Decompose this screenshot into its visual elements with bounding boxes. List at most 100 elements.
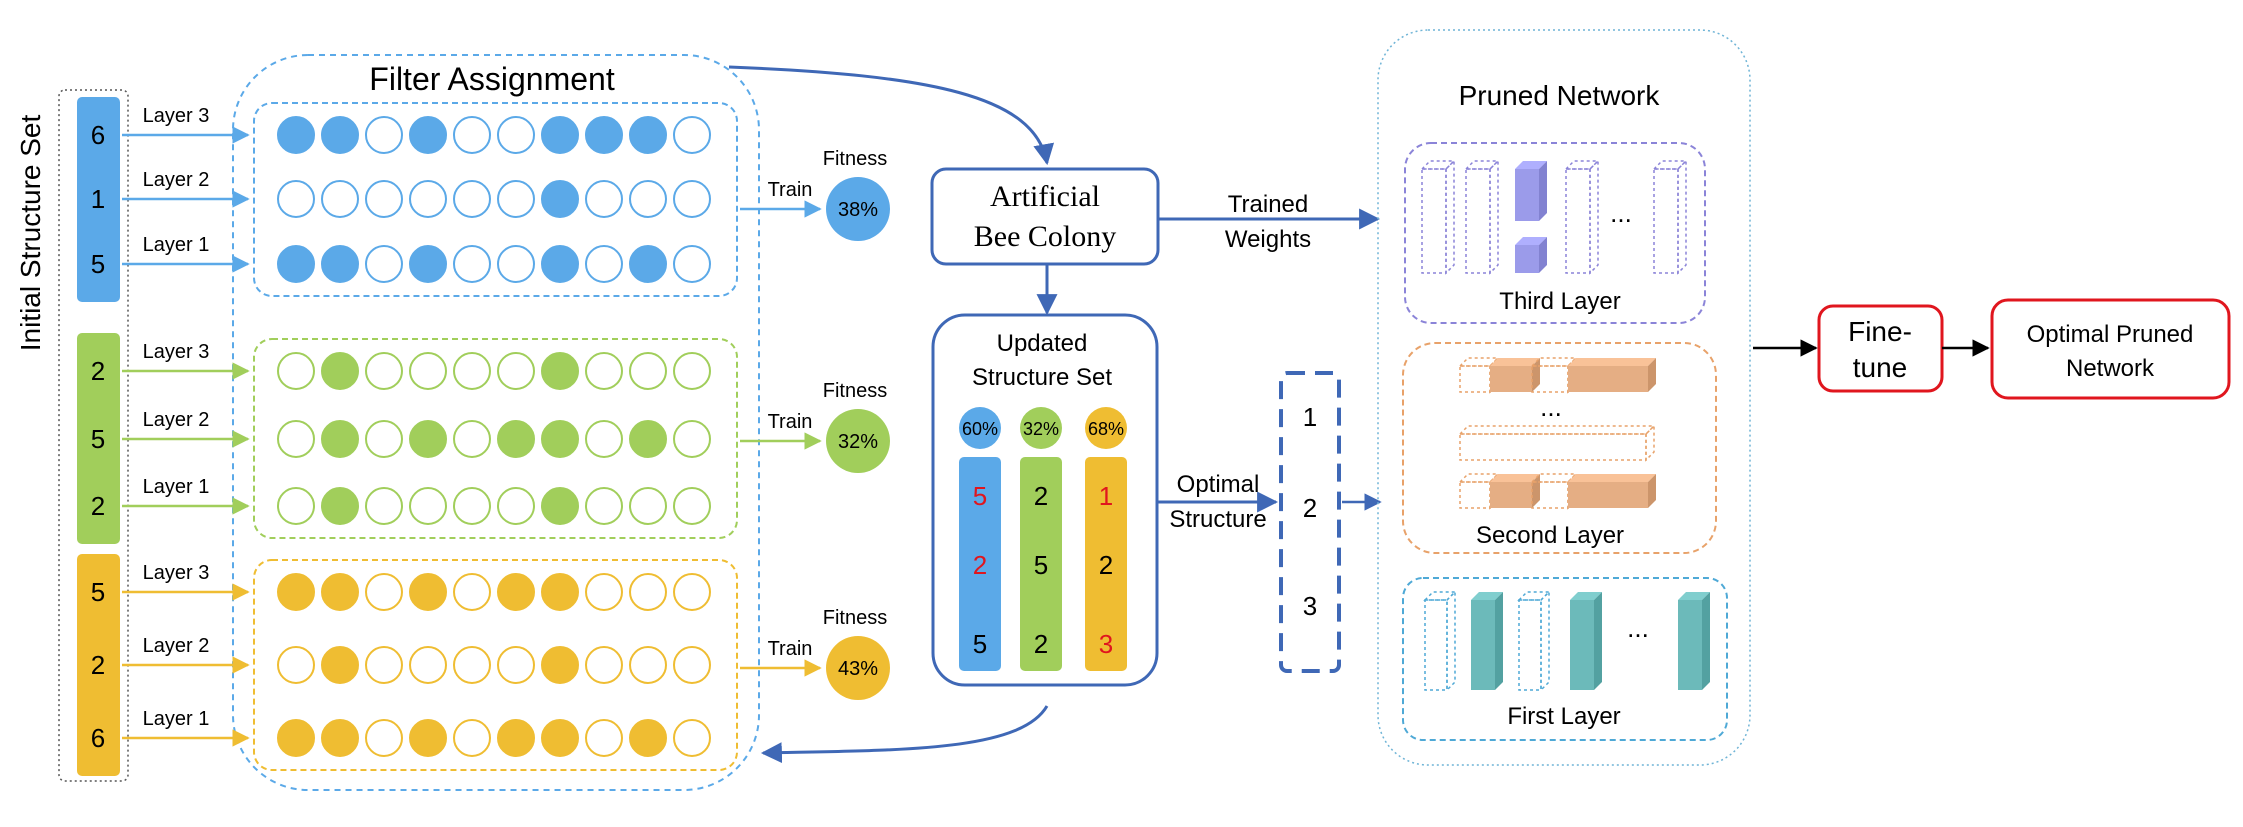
pruned-filter-circle <box>673 352 711 390</box>
initial-set-frame <box>58 89 129 782</box>
pruned-filter-circle <box>277 352 315 390</box>
active-filter-circle <box>497 719 535 757</box>
finetune-line1: Fine- <box>1848 316 1912 347</box>
kept-filter-block <box>1515 237 1547 273</box>
pruned-filter-circle <box>365 487 403 525</box>
pruned-filter-circle <box>629 646 667 684</box>
active-filter-circle <box>497 573 535 611</box>
layer-label: Layer 2 <box>143 635 210 657</box>
filter-assignment-frame <box>232 54 760 791</box>
active-filter-circle <box>321 573 359 611</box>
abc-box <box>930 167 1160 266</box>
fitness-label: Fitness <box>823 607 887 629</box>
active-filter-circle <box>541 352 579 390</box>
pruned-filter-block <box>1517 590 1551 692</box>
active-filter-circle <box>277 573 315 611</box>
abc-label-line1: Artificial <box>990 180 1100 213</box>
pruned-filter-circle <box>365 180 403 218</box>
active-filter-circle <box>321 719 359 757</box>
optimal-pruned-network-box <box>1990 298 2231 400</box>
first-layer-label: First Layer <box>1507 703 1620 730</box>
pruned-filter-circle <box>453 245 491 283</box>
pruned-filter-circle <box>277 420 315 458</box>
updated-value-changed: 3 <box>1099 629 1113 659</box>
abc-label-line2: Bee Colony <box>974 220 1117 253</box>
updated-to-filter-arrow <box>760 705 1049 764</box>
pruned-network-frame <box>1377 29 1751 766</box>
pruned-filter-block <box>1464 159 1500 275</box>
fitness-value: 43% <box>838 658 878 680</box>
fitness-label: Fitness <box>823 148 887 170</box>
initial-value: 5 <box>91 249 105 279</box>
pruned-filter-circle <box>629 487 667 525</box>
pruned-filter-block <box>1564 159 1600 275</box>
train-label: Train <box>768 179 813 201</box>
kept-filter-block <box>1570 592 1602 690</box>
pruned-filter-circle <box>629 352 667 390</box>
optimal-structure-value: 1 <box>1303 402 1317 432</box>
pruned-filter-circle <box>497 245 535 283</box>
pruned-filter-circle <box>585 180 623 218</box>
layer-label: Layer 2 <box>143 409 210 431</box>
pruned-filter-circle <box>453 420 491 458</box>
pruned-filter-circle <box>453 180 491 218</box>
initial-value: 2 <box>91 491 105 521</box>
pruned-filter-block <box>1652 159 1688 275</box>
first-layer-filters: ... <box>1423 590 1710 692</box>
optimal-structure-box <box>1279 371 1341 673</box>
kept-filter-block <box>1568 358 1656 392</box>
pruned-network-title: Pruned Network <box>1459 80 1661 111</box>
optimal-pruned-line2: Network <box>2066 355 2155 382</box>
third-layer-label: Third Layer <box>1499 288 1620 315</box>
layer-label: Layer 3 <box>143 341 210 363</box>
pruned-filter-circle <box>365 352 403 390</box>
pruned-filter-circle <box>453 116 491 154</box>
pruned-filter-circle <box>585 420 623 458</box>
pruned-filter-circle <box>453 487 491 525</box>
pruned-filter-circle <box>365 646 403 684</box>
pruned-filter-circle <box>497 116 535 154</box>
active-filter-circle <box>629 719 667 757</box>
pruned-filter-circle <box>585 487 623 525</box>
second-layer-filters: ... <box>1458 356 1656 510</box>
active-filter-circle <box>277 116 315 154</box>
active-filter-circle <box>409 573 447 611</box>
fitness-value: 38% <box>838 199 878 221</box>
active-filter-circle <box>409 116 447 154</box>
optimal-structure-value: 3 <box>1303 591 1317 621</box>
active-filter-circle <box>541 420 579 458</box>
updated-set-title2: Structure Set <box>972 364 1112 391</box>
pruned-filter-circle <box>365 719 403 757</box>
updated-fitness-value: 32% <box>1023 419 1059 439</box>
pruned-filter-circle <box>673 487 711 525</box>
layer-label: Layer 3 <box>143 105 210 127</box>
initial-bar-green <box>77 333 120 544</box>
active-filter-circle <box>541 573 579 611</box>
updated-value: 5 <box>1034 550 1048 580</box>
updated-set-title1: Updated <box>997 330 1088 357</box>
updated-value: 2 <box>1034 629 1048 659</box>
pruned-filter-circle <box>277 646 315 684</box>
active-filter-circle <box>321 487 359 525</box>
ellipsis: ... <box>1627 613 1649 643</box>
pruned-filter-circle <box>629 573 667 611</box>
layer-label: Layer 1 <box>143 234 210 256</box>
active-filter-circle <box>321 420 359 458</box>
active-filter-circle <box>409 245 447 283</box>
pruned-filter-circle <box>409 180 447 218</box>
pruned-filter-circle <box>409 352 447 390</box>
kept-filter-block <box>1568 474 1656 508</box>
updated-value: 5 <box>973 629 987 659</box>
pruned-filter-circle <box>629 180 667 218</box>
pruned-filter-circle <box>673 719 711 757</box>
active-filter-circle <box>629 245 667 283</box>
pruned-filter-circle <box>673 180 711 218</box>
initial-value: 2 <box>91 356 105 386</box>
train-label: Train <box>768 638 813 660</box>
pruned-filter-circle <box>453 719 491 757</box>
pruned-filter-circle <box>321 180 359 218</box>
pruned-filter-circle <box>365 420 403 458</box>
